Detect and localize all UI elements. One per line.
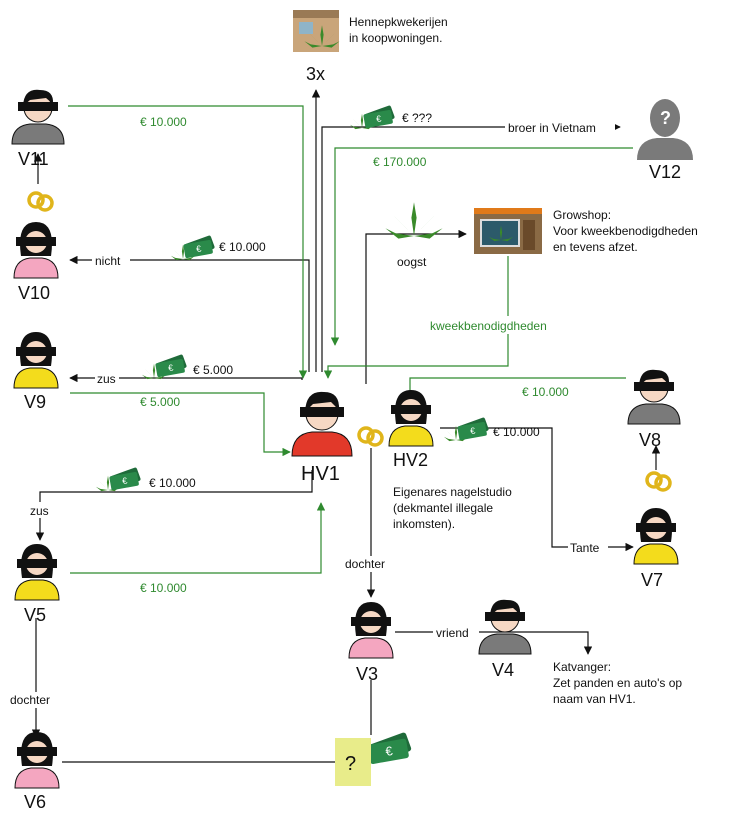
growshop-icon: [474, 208, 542, 254]
person-v10: [13, 222, 59, 279]
flow-v9-out: € 5.000: [193, 363, 233, 377]
person-v6: [14, 732, 60, 789]
note-v4: Katvanger: Zet panden en auto's op naam …: [553, 659, 682, 707]
person-v12: ?: [637, 99, 693, 160]
count-label: 3x: [306, 64, 325, 84]
label-vriend: vriend: [436, 626, 469, 640]
person-v3: [348, 602, 394, 659]
flow-v12-out: € ???: [402, 111, 432, 125]
person-hv1: [291, 391, 353, 457]
code-hv1: HV1: [301, 463, 340, 485]
flow-v8-in: € 10.000: [522, 385, 569, 399]
note-hennep-line-1: Hennepkwekerijen: [349, 15, 448, 29]
note-hennep: Hennepkwekerijen in koopwoningen.: [349, 14, 448, 46]
code-v12: V12: [649, 162, 681, 182]
hennep-house-icon: [293, 10, 340, 52]
code-v10: V10: [18, 283, 50, 303]
money-labels: € 10.000 € 170.000 € ??? € 10.000 € 5.00…: [140, 111, 590, 595]
person-v8: [627, 369, 681, 425]
code-v9: V9: [24, 392, 46, 412]
note-hv2-line-3: inkomsten).: [393, 517, 456, 531]
code-hv2: HV2: [393, 450, 428, 470]
label-dochter-v6: dochter: [10, 693, 50, 707]
person-v4: [478, 599, 532, 655]
cash-icons: [109, 105, 490, 765]
label-dochter-v3: dochter: [345, 557, 385, 571]
svg-text:?: ?: [660, 108, 671, 128]
label-nicht: nicht: [95, 254, 121, 268]
note-hv2-line-2: (dekmantel illegale: [393, 501, 494, 515]
label-tante: Tante: [570, 541, 600, 555]
note-growshop-line-1: Growshop:: [553, 208, 612, 222]
code-v6: V6: [24, 792, 46, 812]
flow-v5-in: € 10.000: [140, 581, 187, 595]
unknown-mark: ?: [345, 753, 356, 775]
flow-v9-in: € 5.000: [140, 395, 180, 409]
note-growshop-line-2: Voor kweekbenodigdheden: [553, 224, 698, 238]
note-hv2-line-1: Eigenares nagelstudio: [393, 485, 512, 499]
flow-growshop: kweekbenodigdheden: [430, 319, 547, 333]
relation-labels: nicht zus zus dochter dochter vriend Tan…: [8, 119, 615, 708]
relation-lines: [31, 89, 661, 763]
label-broer: broer in Vietnam: [508, 121, 596, 135]
unknown-box: ?: [335, 738, 371, 786]
person-v5: [14, 544, 60, 601]
flow-v11-in: € 10.000: [140, 115, 187, 129]
person-hv2: [388, 390, 434, 447]
code-v11: V11: [18, 149, 49, 169]
person-codes: V11 V10 V9 HV1 HV2 V12 V8 V7 V5 V6 V3 V4…: [18, 64, 681, 812]
code-v3: V3: [356, 664, 378, 684]
flow-v7-out: € 10.000: [493, 425, 540, 439]
code-v7: V7: [641, 570, 663, 590]
flow-v12-in: € 170.000: [373, 155, 427, 169]
person-v9: [13, 332, 59, 389]
code-v8: V8: [639, 430, 661, 450]
label-zus-v9: zus: [97, 372, 116, 386]
flow-v5-out: € 10.000: [149, 476, 196, 490]
note-hennep-line-2: in koopwoningen.: [349, 31, 443, 45]
cannabis-leaf-icon: [385, 202, 443, 239]
money-lines: [68, 105, 633, 574]
note-growshop-line-3: en tevens afzet.: [553, 240, 638, 254]
note-growshop: Growshop: Voor kweekbenodigdheden en tev…: [553, 207, 698, 255]
person-v11: [11, 89, 65, 145]
note-v4-line-2: Zet panden en auto's op: [553, 676, 683, 690]
code-v5: V5: [24, 605, 46, 625]
flow-v10-out: € 10.000: [219, 240, 266, 254]
person-v7: [633, 508, 679, 565]
label-oogst: oogst: [397, 255, 427, 269]
note-v4-line-1: Katvanger:: [553, 660, 612, 674]
label-zus-v5: zus: [30, 504, 49, 518]
note-v4-line-3: naam van HV1.: [553, 692, 636, 706]
code-v4: V4: [492, 660, 514, 680]
note-hv2: Eigenares nagelstudio (dekmantel illegal…: [393, 484, 512, 532]
